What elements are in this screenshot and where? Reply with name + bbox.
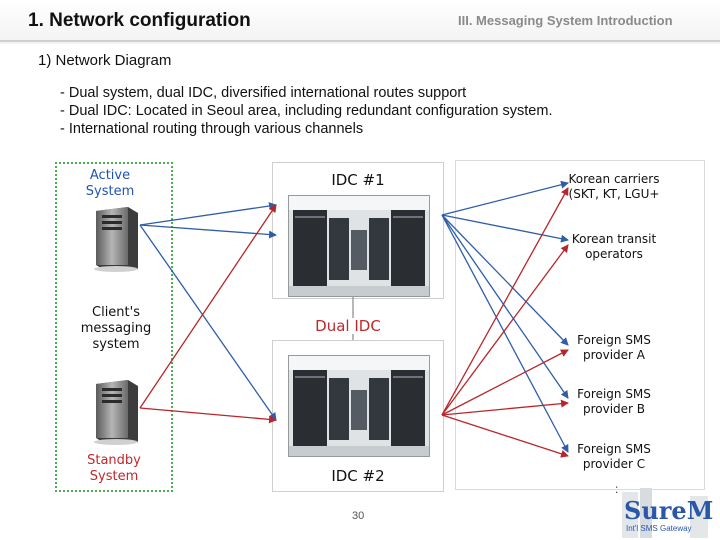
- destination-foreign-a: Foreign SMS provider A: [577, 333, 651, 362]
- active-server-icon: [94, 207, 138, 272]
- idc2-to-dest-link: [441, 414, 569, 458]
- idc1-label: IDC #1: [331, 171, 385, 189]
- idc1-to-dest-link: [441, 180, 569, 216]
- bullet-item: - International routing through various …: [60, 121, 364, 137]
- slide-title: 1. Network configuration: [28, 10, 251, 31]
- standby-system-label: Standby System: [87, 453, 141, 484]
- standby-server-icon: [94, 380, 138, 445]
- active-to-idc1-link: [139, 202, 277, 226]
- diagram-subtitle: 1) Network Diagram: [38, 52, 172, 69]
- active-to-idc2-link: [139, 224, 277, 421]
- idc1-to-dest-link: [441, 214, 569, 243]
- standby-to-idc1-link: [139, 204, 277, 409]
- bullet-item: - Dual IDC: Located in Seoul area, inclu…: [60, 103, 553, 119]
- idc2-to-dest-link: [441, 399, 569, 416]
- logo-wordmark: SureM: [624, 496, 714, 525]
- header-divider: [0, 40, 720, 42]
- more-destinations-indicator: :: [615, 482, 619, 496]
- bullet-list: - Dual system, dual IDC, diversified int…: [60, 84, 552, 138]
- company-logo: SureM Int'l SMS Gateway: [620, 488, 714, 538]
- dual-idc-label: Dual IDC: [306, 318, 390, 334]
- idc2-label: IDC #2: [331, 467, 385, 485]
- page-number: 30: [352, 510, 365, 522]
- active-to-idc1-link: [139, 224, 277, 239]
- logo-tagline: Int'l SMS Gateway: [626, 524, 692, 533]
- client-system-label: Client's messaging system: [80, 305, 152, 352]
- destination-korean-carriers: Korean carriers (SKT, KT, LGU+: [568, 172, 660, 201]
- active-system-label: Active System: [85, 168, 135, 199]
- client-system-group: [55, 162, 173, 492]
- destination-foreign-c: Foreign SMS provider C: [577, 442, 651, 471]
- building-watermark: [622, 488, 708, 538]
- idc1-to-dest-link: [441, 214, 569, 453]
- bullet-item: - Dual system, dual IDC, diversified int…: [60, 85, 467, 101]
- idc1-datacenter-image: [288, 195, 430, 297]
- section-title: III. Messaging System Introduction: [458, 13, 673, 28]
- idc2-to-dest-link: [441, 187, 569, 416]
- destination-foreign-b: Foreign SMS provider B: [577, 387, 651, 416]
- slide-header: [0, 0, 720, 44]
- idc1-to-dest-link: [441, 214, 569, 399]
- idc2-to-dest-link: [441, 244, 569, 416]
- idc2-datacenter-image: [288, 355, 430, 457]
- destinations-panel: [455, 160, 705, 490]
- idc2-to-dest-link: [441, 349, 569, 416]
- standby-to-idc2-link: [139, 407, 277, 424]
- destination-korean-transit: Korean transit operators: [571, 232, 657, 261]
- idc1-to-dest-link: [441, 214, 569, 346]
